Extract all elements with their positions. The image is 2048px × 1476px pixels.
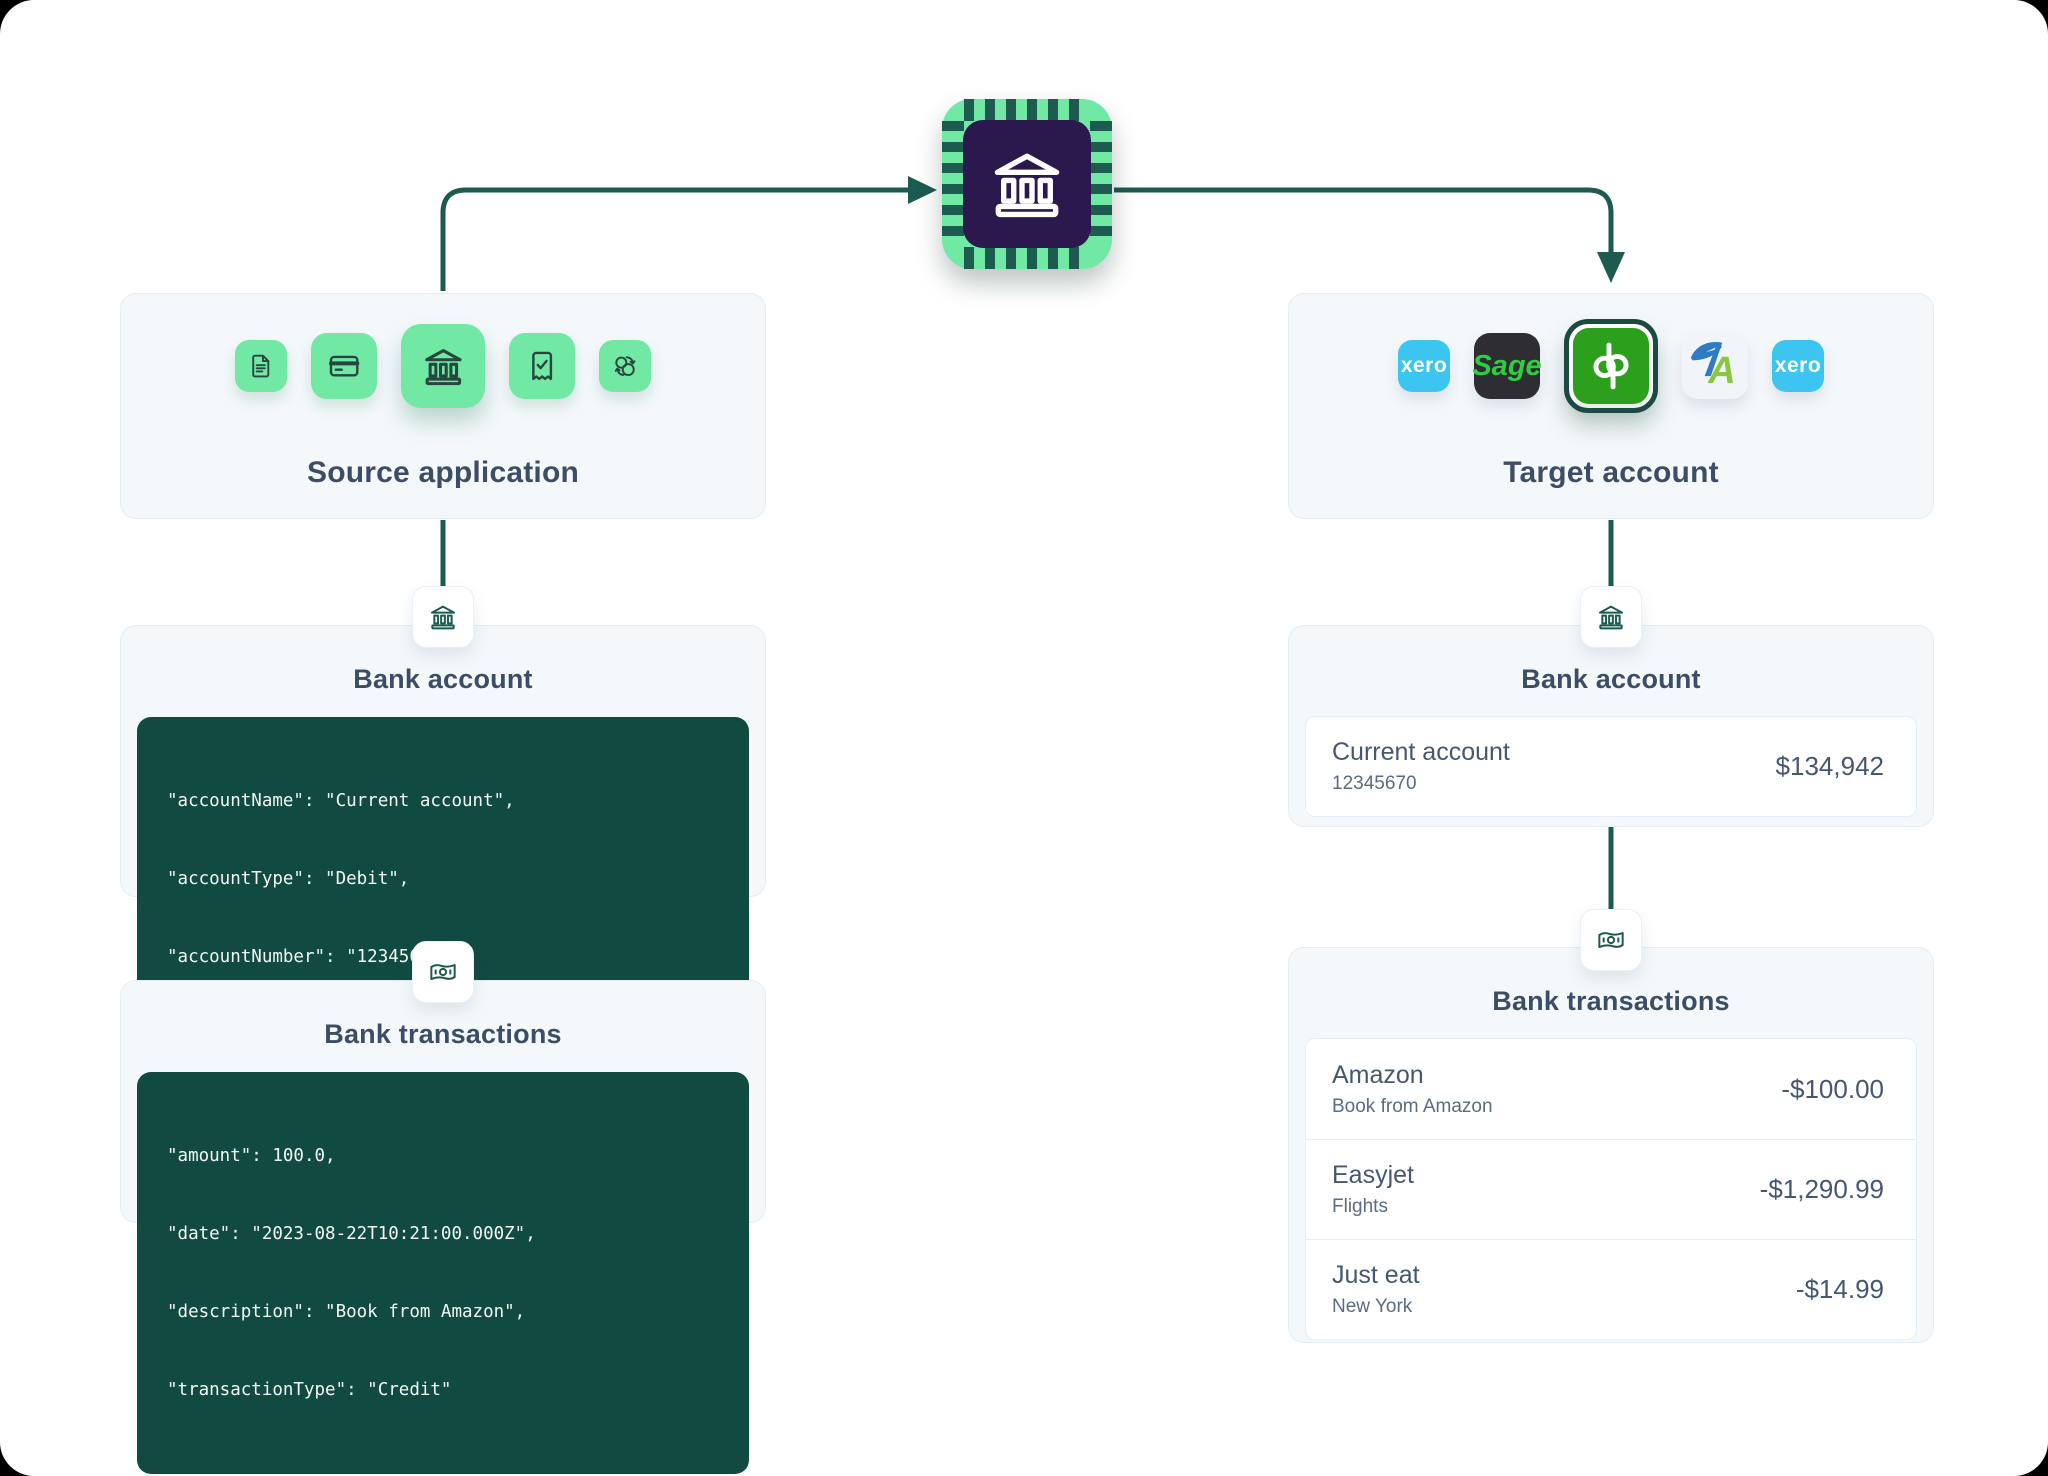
code-line: "description": "Book from Amazon", (167, 1302, 526, 1322)
app-tile-xero[interactable]: xero (1772, 340, 1824, 392)
transaction-row: Amazon Book from Amazon -$100.00 (1306, 1039, 1916, 1139)
bank-transactions-json: "amount": 100.0, "date": "2023-08-22T10:… (137, 1072, 749, 1474)
quickbooks-icon (1582, 337, 1640, 395)
source-tile-receipt[interactable] (509, 333, 575, 399)
sage-logo: Sage (1472, 349, 1542, 382)
source-bank-account-card: Bank account "accountName": "Current acc… (120, 625, 766, 1197)
app-tile-sage[interactable]: Sage (1472, 333, 1542, 399)
app-tile-quickbooks-selected[interactable] (1564, 319, 1658, 413)
transaction-name: Amazon (1332, 1060, 1424, 1089)
transaction-amount: -$1,290.99 (1759, 1174, 1884, 1204)
source-tile-credit-card[interactable] (311, 333, 377, 399)
transaction-amount: -$14.99 (1795, 1274, 1884, 1304)
arrow-source-to-chip (440, 187, 910, 291)
target-panel-title: Target account (1503, 456, 1719, 489)
transaction-row: Just eat New York -$14.99 (1306, 1239, 1916, 1339)
source-bank-transactions-card: Bank transactions "amount": 100.0, "date… (120, 980, 766, 1474)
source-panel-title: Source application (307, 456, 579, 489)
target-app-icons: xero Sage A xero (1398, 319, 1824, 413)
sync-icon (614, 356, 636, 376)
code-line: "date": "2023-08-22T10:21:00.000Z", (167, 1224, 536, 1244)
receipt-check-icon (532, 351, 552, 380)
code-line: "accountName": "Current account", (167, 791, 515, 811)
banknote-icon (1598, 932, 1624, 948)
bank-icon (431, 605, 455, 630)
transaction-detail: Flights (1332, 1196, 1388, 1217)
transactions-list: Amazon Book from Amazon -$100.00 Easyjet… (1305, 1038, 1917, 1340)
code-line: "amount": 100.0, (167, 1146, 336, 1166)
bank-icon (984, 141, 1070, 227)
bank-badge (412, 586, 474, 648)
transaction-name: Just eat (1332, 1261, 1420, 1289)
bank-icon (424, 348, 462, 385)
target-account-panel: xero Sage A xero Target account (1288, 293, 1934, 519)
transaction-row: Easyjet Flights -$1,290.99 (1306, 1139, 1916, 1239)
arrowhead-down-icon (1597, 252, 1625, 283)
transaction-name: Easyjet (1332, 1161, 1414, 1189)
credit-card-icon (328, 354, 360, 378)
account-name: Current account (1332, 738, 1510, 766)
code-line: "accountType": "Debit", (167, 869, 410, 889)
transaction-amount: -$100.00 (1781, 1073, 1884, 1104)
app-tile-xero[interactable]: xero (1398, 340, 1450, 392)
chip-pins-top (964, 99, 1090, 121)
transaction-detail: Book from Amazon (1332, 1095, 1493, 1117)
source-tile-document[interactable] (235, 340, 287, 392)
transaction-detail: New York (1332, 1296, 1413, 1317)
account-balance: $134,942 (1775, 751, 1884, 781)
bank-feed-chip (942, 99, 1112, 269)
account-number: 12345670 (1332, 773, 1417, 794)
arrowhead-right-icon (908, 176, 937, 204)
app-tile-freeagent[interactable]: A (1682, 333, 1748, 399)
target-bank-account-card: Bank account Current account 12345670 $1… (1288, 625, 1934, 827)
chip-pins-right (1090, 121, 1112, 247)
code-line: "transactionType": "Credit" (167, 1380, 452, 1400)
bank-badge (1580, 586, 1642, 648)
chip-pins-bottom (964, 247, 1090, 269)
banknote-badge (1580, 909, 1642, 971)
chip-pins-left (942, 121, 964, 247)
target-bank-transactions-card: Bank transactions Amazon Book from Amazo… (1288, 947, 1934, 1343)
document-icon (252, 354, 270, 378)
xero-logo: xero (1774, 354, 1822, 377)
source-app-icons (235, 324, 651, 408)
account-summary: Current account 12345670 $134,942 (1305, 716, 1917, 817)
banknote-icon (430, 964, 456, 980)
bank-icon (1599, 605, 1623, 630)
account-row: Current account 12345670 $134,942 (1306, 717, 1916, 816)
chip-core (963, 120, 1091, 248)
source-tile-bank-selected[interactable] (401, 324, 485, 408)
bank-account-title: Bank account (1521, 664, 1701, 694)
bank-account-title: Bank account (353, 664, 533, 694)
bank-transactions-title: Bank transactions (1492, 986, 1730, 1016)
bank-transactions-title: Bank transactions (324, 1019, 562, 1049)
banknote-badge (412, 941, 474, 1003)
arrow-chip-to-target (1114, 187, 1614, 254)
xero-logo: xero (1400, 354, 1448, 377)
quickbooks-tile (1573, 328, 1649, 404)
source-application-panel: Source application (120, 293, 766, 519)
freeagent-letter: A (1708, 350, 1736, 392)
source-tile-sync[interactable] (599, 340, 651, 392)
